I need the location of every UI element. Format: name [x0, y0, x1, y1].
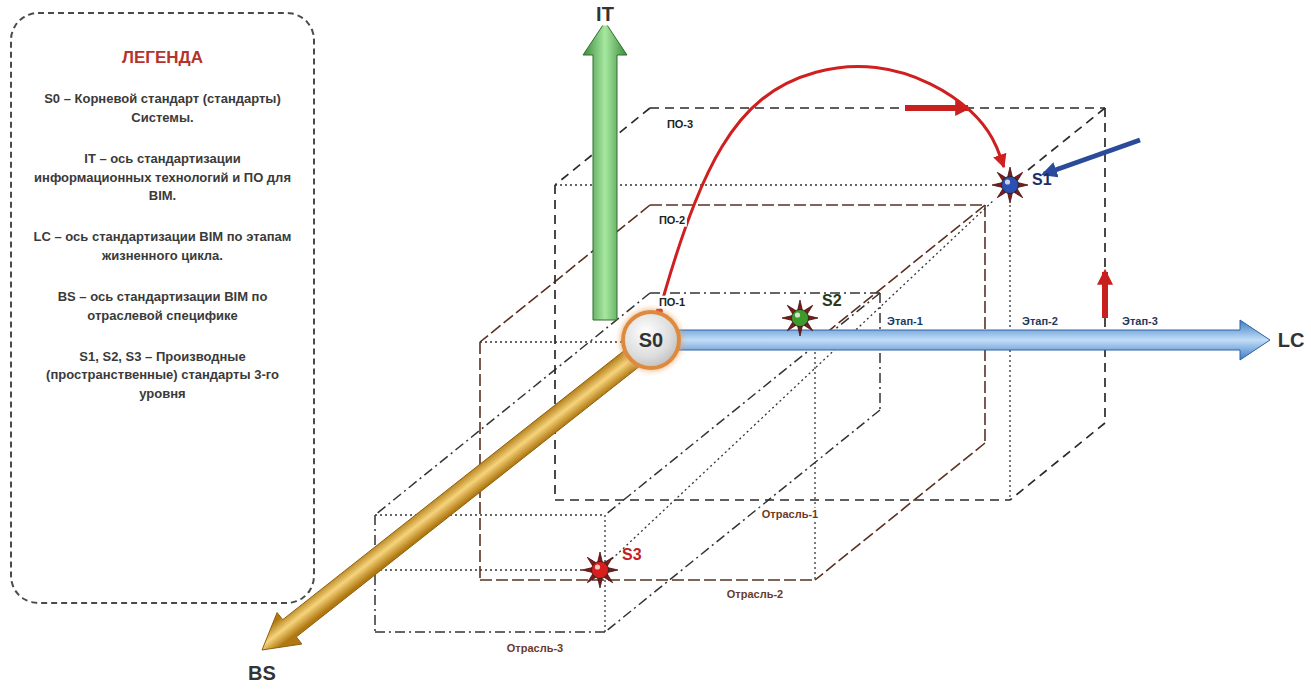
projection-line [375, 514, 605, 515]
legend-title: ЛЕГЕНДА [122, 48, 203, 68]
star-highlight [1005, 179, 1010, 184]
legend-entry: BS – ось стандартизации BIM по отраслево… [32, 288, 293, 326]
cube-edge [984, 205, 986, 443]
star-highlight [795, 312, 800, 317]
legend-entry: LC – ось стандартизации BIM по этапам жи… [32, 228, 293, 266]
cube-edge [554, 185, 556, 500]
axis-label: LC [1276, 329, 1307, 352]
bs-axis-arrow [262, 343, 647, 650]
node-label: S2 [822, 292, 842, 310]
axis-level-label: ПО-2 [657, 214, 687, 227]
star-symbol [992, 167, 1028, 203]
legend-entry: S1, S2, S3 – Производные (пространственн… [32, 348, 293, 405]
projection-line [375, 569, 582, 570]
star-spikes [782, 300, 818, 336]
direction-arrow [905, 105, 968, 111]
axis-level-label: Отрасль-2 [725, 588, 785, 601]
projection-line [612, 200, 994, 559]
cube-medium-dotted [480, 342, 815, 580]
projection-line [555, 184, 990, 185]
direction-arrow [1102, 272, 1108, 318]
direction-arrow [1044, 140, 1140, 174]
cube-edge [555, 499, 1010, 501]
star-ball [792, 310, 809, 327]
cube-edge [879, 293, 881, 410]
cube-edge [815, 443, 985, 580]
cube-edge [479, 342, 481, 580]
cube-edge [1010, 423, 1105, 500]
cube-large [555, 108, 1105, 500]
root-standard-circle: S0 [621, 310, 681, 370]
legend-entry: S0 – Корневой стандарт (стандарты) Систе… [32, 90, 293, 128]
axis-label: IT [594, 3, 616, 26]
star-symbol [582, 552, 618, 588]
node-label: S3 [622, 546, 642, 564]
axis-level-label: ПО-1 [657, 296, 687, 309]
cube-edge [605, 410, 880, 632]
legend-entry: IT – ось стандартизации информационных т… [32, 150, 293, 207]
it-axis-arrow [583, 22, 627, 320]
cube-edge [480, 205, 650, 342]
cube-edge [375, 293, 650, 515]
cube-edge [1028, 108, 1105, 170]
star-ball [1002, 177, 1019, 194]
legend-box: ЛЕГЕНДА S0 – Корневой стандарт (стандарты… [10, 12, 315, 604]
derivation-arrow [659, 67, 1004, 312]
derived-standard-star: S1 [992, 167, 1028, 203]
cube-edge [650, 204, 985, 206]
star-symbol [782, 300, 818, 336]
node-label: S1 [1032, 171, 1052, 189]
star-spikes [582, 552, 618, 588]
cube-edge [650, 292, 880, 294]
cube-edge [815, 205, 985, 342]
star-spikes [992, 167, 1028, 203]
projection-line [1009, 205, 1010, 500]
star-highlight [595, 564, 600, 569]
cube-edge [375, 631, 605, 633]
node-label: S0 [639, 329, 663, 352]
lc-axis-arrow [670, 320, 1270, 360]
derived-standard-star: S3 [582, 552, 618, 588]
axis-level-label: Отрасль-3 [505, 642, 565, 655]
axis-level-label: Этап-3 [1120, 315, 1160, 328]
projection-line [604, 515, 605, 632]
cube-edge [480, 579, 815, 581]
axis-level-label: Этап-2 [1020, 315, 1060, 328]
cube-edge [605, 293, 880, 515]
axis-label: BS [246, 662, 278, 685]
star-ball [592, 562, 609, 579]
derived-standard-star: S2 [782, 300, 818, 336]
axis-level-label: Отрасль-1 [760, 508, 820, 521]
axis-level-label: ПО-3 [665, 118, 695, 131]
axis-level-label: Этап-1 [885, 315, 925, 328]
projection-line [814, 342, 815, 580]
cube-edge [650, 107, 1105, 109]
